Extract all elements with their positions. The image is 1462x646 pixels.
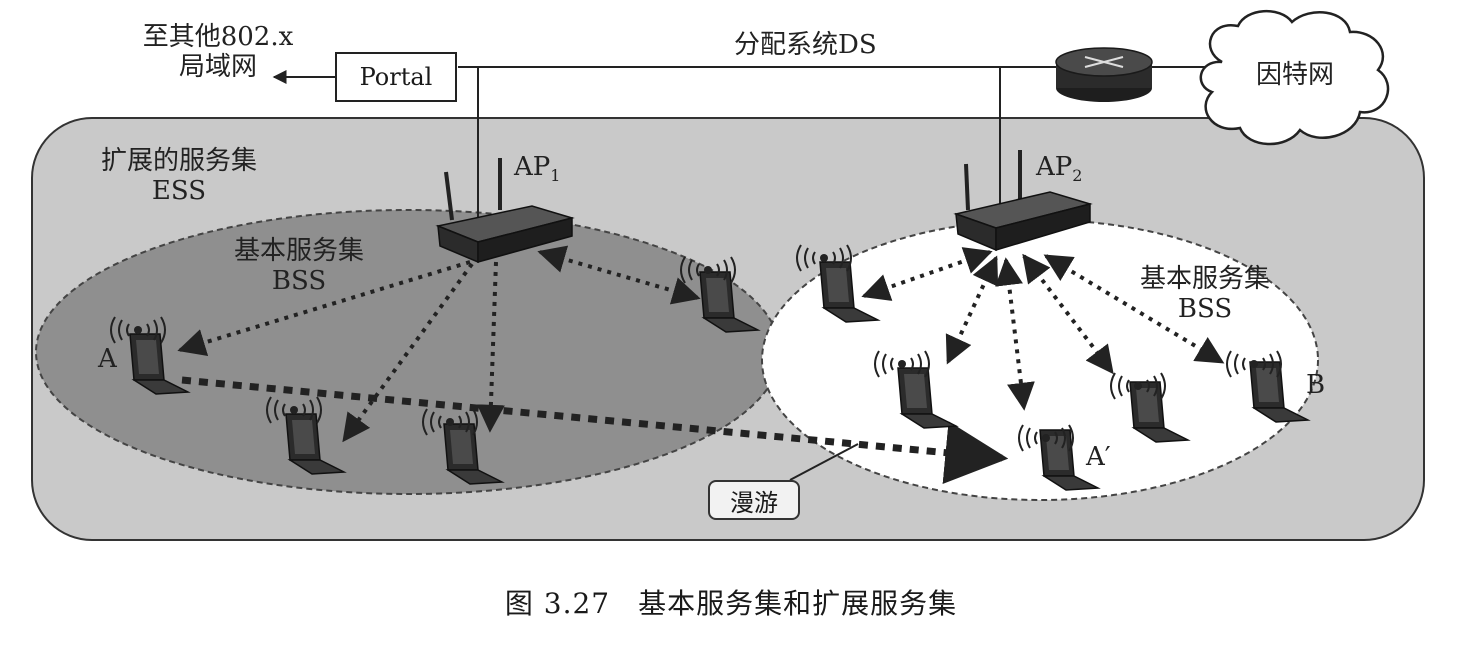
ap1-label: AP1 <box>514 152 560 191</box>
figure-number: 图 3.27 <box>504 587 611 620</box>
figure-caption: 图 3.27 基本服务集和扩展服务集 <box>0 582 1462 622</box>
internet-label: 因特网 <box>1256 60 1335 90</box>
ess-label: 扩展的服务集 ESS <box>64 146 294 206</box>
ap1-label-sub: 1 <box>550 166 561 186</box>
other-lan-label-line1: 至其他802.x <box>142 22 294 52</box>
station-a-label: A <box>98 344 117 374</box>
ap2-label-text: AP <box>1036 152 1073 182</box>
ap2-label-sub: 2 <box>1072 166 1083 186</box>
ap2-links <box>861 247 1225 411</box>
cloud-icon <box>1199 9 1390 146</box>
ap1-label-text: AP <box>514 152 551 182</box>
access-point-icon <box>435 158 575 264</box>
bss-left-label-line2: BSS <box>271 266 327 296</box>
access-point-icon <box>953 150 1093 252</box>
bss-right-label-line1: 基本服务集 <box>1139 264 1270 294</box>
bss-right-label-line2: BSS <box>1177 294 1233 324</box>
bss-left-label-line1: 基本服务集 <box>233 236 364 266</box>
roaming-label-box: 漫游 <box>708 480 800 520</box>
bss-left-label: 基本服务集 BSS <box>214 236 384 296</box>
bss-right-label: 基本服务集 BSS <box>1120 264 1290 324</box>
portal-box: Portal <box>335 52 457 102</box>
router-icon <box>1055 47 1153 102</box>
station-a-prime-label: A′ <box>1086 442 1111 472</box>
roaming-path <box>181 376 1009 484</box>
ap2-label: AP2 <box>1036 152 1082 191</box>
ap1-links <box>177 245 701 443</box>
roaming-pointer <box>789 443 859 481</box>
ds-label: 分配系统DS <box>734 30 877 60</box>
other-lan-label: 至其他802.x 局域网 <box>128 22 308 82</box>
roaming-label: 漫游 <box>730 488 778 517</box>
portal-label: Portal <box>359 63 433 91</box>
ess-label-line1: 扩展的服务集 <box>100 146 257 176</box>
ess-label-line2: ESS <box>151 176 207 206</box>
other-lan-label-line2: 局域网 <box>178 52 257 82</box>
figure-title: 基本服务集和扩展服务集 <box>638 587 958 620</box>
station-b-label: B <box>1306 370 1326 400</box>
